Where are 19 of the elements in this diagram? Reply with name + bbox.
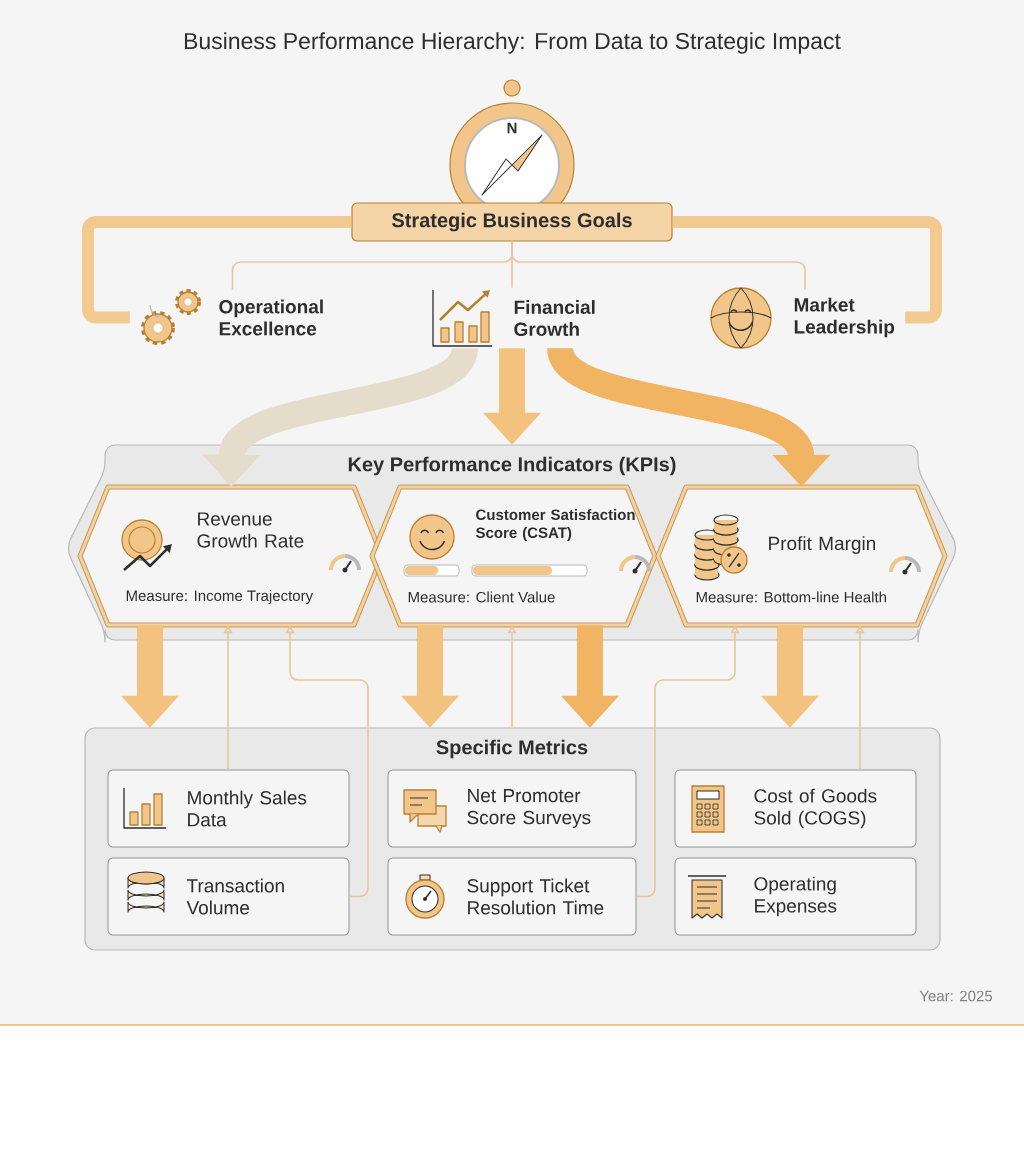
year-label: Year: 2025: [919, 990, 993, 1002]
metric-card: Operating Expenses: [674, 857, 917, 936]
metric-card: Transaction Volume: [107, 857, 350, 936]
node-label: Financial Growth: [514, 300, 595, 336]
goal-item: Financial Growth: [432, 289, 595, 347]
kpi-hexagon: Revenue Growth Rate Measure: Income Trajectory: [77, 484, 385, 628]
compass-letter: N: [507, 122, 517, 134]
goal-item: Market Leadership: [710, 287, 895, 349]
metric-card: Cost of Goods Sold (COGS): [674, 769, 917, 848]
kpi-hexagon: Customer Satisfaction Score (CSAT) Measure: Client Value: [369, 484, 658, 628]
metric-card: Net Promoter Score Surveys: [387, 769, 637, 848]
metric-card: Support Ticket Resolution Time: [387, 857, 637, 936]
goal-box: Strategic Business Goals: [351, 202, 673, 242]
node-label: Market Leadership: [794, 297, 895, 338]
kpi-hexagon: Profit Margin Measure: Bottom-line Health: [655, 484, 948, 628]
node-label: Operational Excellence: [219, 299, 323, 336]
goal-item: Operational Excellence: [141, 289, 323, 345]
title: Business Performance Hierarchy: From Data to Strategic Impact: [184, 32, 841, 54]
metric-card: Monthly Sales Data: [107, 769, 350, 848]
